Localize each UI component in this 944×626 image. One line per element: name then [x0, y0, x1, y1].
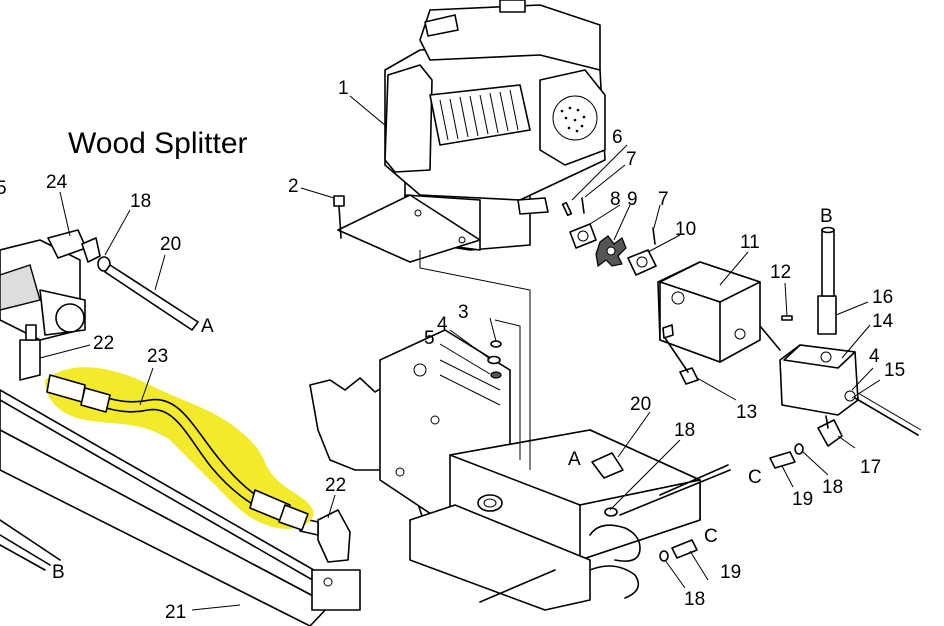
callout-8: 8 [610, 189, 621, 210]
callout-22: 22 [325, 475, 346, 496]
fitting-part-13 [664, 337, 699, 385]
callout-17: 17 [860, 457, 881, 478]
callout-10: 10 [675, 219, 696, 240]
callout-20: 20 [630, 394, 651, 415]
control-valve [779, 226, 922, 447]
callout-11: 11 [740, 232, 760, 253]
callout-18: 18 [822, 477, 843, 498]
callout-21: 21 [165, 602, 186, 623]
callout-7: 7 [626, 149, 637, 170]
callout-22: 22 [93, 333, 114, 354]
callout-5: 5 [424, 328, 435, 349]
callout-labels: 1 2 3 4 4 5 5 6 7 7 8 9 10 11 12 13 14 1… [0, 78, 905, 623]
callout-7: 7 [658, 189, 669, 210]
callout-C: C [748, 467, 762, 488]
callout-6: 6 [612, 127, 623, 148]
callout-23: 23 [147, 346, 168, 367]
callout-A: A [568, 449, 581, 470]
callout-18: 18 [130, 191, 151, 212]
key-part-12 [781, 315, 793, 321]
callout-18: 18 [674, 420, 695, 441]
splitter-frame [309, 250, 731, 611]
callout-18: 18 [684, 589, 705, 610]
callout-14: 14 [872, 311, 894, 332]
callout-B: B [52, 562, 65, 583]
callout-B: B [820, 206, 833, 227]
engine-assembly [337, 0, 606, 263]
callout-2: 2 [288, 176, 299, 197]
callout-19: 19 [792, 489, 813, 510]
callout-4: 4 [437, 314, 448, 335]
coupler-parts [561, 197, 657, 276]
hydraulic-pump [657, 261, 781, 363]
diagram-title: Wood Splitter [68, 127, 248, 160]
callout-12: 12 [770, 262, 791, 283]
callout-16: 16 [872, 287, 893, 308]
cylinder-assembly [0, 229, 361, 626]
callout-15: 15 [884, 360, 905, 381]
callout-C: C [704, 526, 718, 547]
callout-5-partial: 5 [0, 178, 7, 199]
callout-1: 1 [338, 78, 349, 99]
callout-9: 9 [627, 189, 638, 210]
callout-24: 24 [46, 172, 68, 193]
callout-3: 3 [458, 302, 469, 323]
callout-A: A [201, 316, 214, 337]
callout-19: 19 [720, 562, 741, 583]
bolt-part-2 [300, 187, 345, 239]
callout-13: 13 [736, 402, 757, 423]
leader-lines [39, 95, 881, 611]
callout-20: 20 [160, 234, 181, 255]
hose-set-right [659, 443, 804, 562]
callout-4: 4 [869, 346, 880, 367]
highlighted-hose-23 [45, 367, 314, 531]
